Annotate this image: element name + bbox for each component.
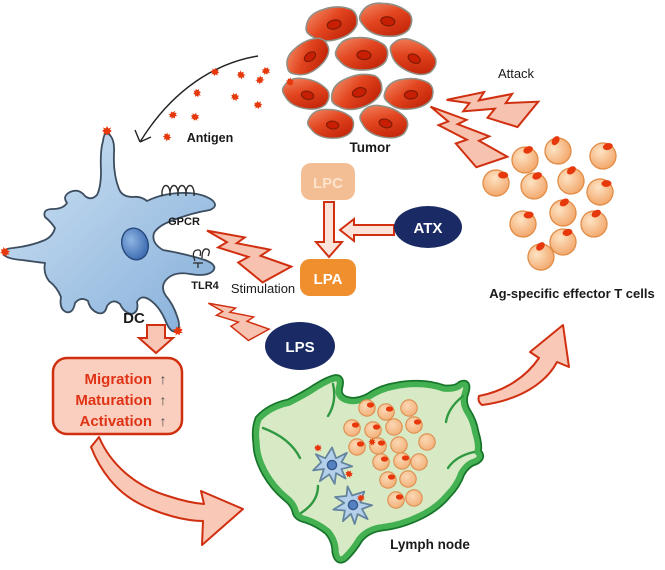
t-cell <box>582 172 619 210</box>
effects-box: Migration ↑ Maturation ↑ Activation ↑ <box>51 356 184 436</box>
t-cell <box>520 170 548 200</box>
antigen-arrow-icon <box>139 55 259 143</box>
node-t-cell <box>405 489 423 507</box>
tumor-cell <box>278 73 333 115</box>
node-t-cell <box>400 399 418 417</box>
lymph-node-label: Lymph node <box>390 537 470 552</box>
dc-label: DC <box>123 310 145 327</box>
node-t-cell <box>410 453 428 471</box>
node-t-cell <box>390 436 408 454</box>
tumor-cell <box>383 31 442 83</box>
dc-body <box>2 132 216 333</box>
stimulation-bolt-icon <box>201 293 272 348</box>
up-arrow-icon: ↑ <box>160 413 167 429</box>
antigen-particle <box>253 100 263 110</box>
tumor-cell <box>305 106 356 142</box>
t-cell <box>553 162 588 198</box>
arrow-dc-to-effects-icon <box>136 324 176 355</box>
node-t-cell <box>393 452 411 470</box>
t-cell <box>538 130 577 170</box>
t-cell <box>506 205 541 241</box>
gpcr-receptor-icon <box>161 184 195 197</box>
gpcr-label: GPCR <box>168 216 200 228</box>
node-t-cell <box>385 418 403 436</box>
tumor-cell <box>382 76 435 112</box>
antigen-particle <box>254 74 266 86</box>
attack-label: Attack <box>498 66 535 81</box>
lps-ellipse <box>265 322 335 370</box>
tlr4-receptor-icon <box>192 248 210 268</box>
antigen-label: Antigen <box>187 131 234 145</box>
effects-line: Activation <box>79 413 152 430</box>
node-t-cell <box>348 438 366 456</box>
tumor-cell <box>333 35 390 73</box>
arrow-atx-to-reaction-icon <box>338 216 395 244</box>
antigen-on-dc <box>102 126 112 136</box>
t-cell <box>587 138 620 172</box>
lpa-label: LPA <box>314 271 343 288</box>
antigen-particle <box>260 65 272 77</box>
t-cell <box>478 162 515 201</box>
node-t-cell <box>405 416 423 434</box>
effects-line: Maturation <box>75 392 152 409</box>
node-t-cell <box>343 419 361 437</box>
tumor-label: Tumor <box>350 140 392 155</box>
dc-nucleus <box>120 227 150 261</box>
node-t-cell <box>372 453 390 471</box>
node-t-cell <box>399 470 417 488</box>
antigen-particle <box>161 131 173 143</box>
arrow-lymph-to-tcells-icon <box>477 324 570 406</box>
atx-label: ATX <box>414 220 443 237</box>
antigen-arrowhead-icon <box>134 129 152 143</box>
up-arrow-icon: ↑ <box>160 371 167 387</box>
t-cell <box>511 144 539 174</box>
lpa-box <box>300 259 356 296</box>
arrow-effects-to-lymph-icon <box>90 436 244 546</box>
antigen-particle <box>192 87 203 99</box>
dendritic-cell <box>0 126 216 337</box>
node-vessels <box>261 382 476 515</box>
lpc-label: LPC <box>313 175 343 192</box>
effects-line: Migration <box>85 371 153 388</box>
antigen-particle <box>167 109 179 121</box>
tumor-cell <box>356 0 415 41</box>
tumor-cells <box>278 0 442 144</box>
node-t-cell <box>379 471 397 489</box>
lpc-box <box>301 163 355 200</box>
t-cell <box>546 195 579 229</box>
t-cell <box>579 206 609 239</box>
stimulation-label: Stimulation <box>231 281 295 296</box>
node-t-cell <box>387 491 405 509</box>
node-t-cell <box>418 433 436 451</box>
lymph-node <box>251 374 485 564</box>
node-t-cell <box>358 399 376 417</box>
t-cells-label: Ag-specific effector T cells <box>489 286 654 301</box>
tlr4-label: TLR4 <box>191 280 219 292</box>
lps-label: LPS <box>285 339 314 356</box>
node-capsule <box>253 375 483 562</box>
antigen-particle <box>229 91 241 103</box>
node-t-cell <box>364 421 382 439</box>
up-arrow-icon: ↑ <box>160 392 167 408</box>
antigen-particle <box>189 111 201 122</box>
antigen-particle <box>235 69 247 81</box>
node-t-cell <box>377 403 395 421</box>
arrow-lpc-to-lpa-icon <box>313 201 345 259</box>
atx-ellipse <box>394 206 462 248</box>
